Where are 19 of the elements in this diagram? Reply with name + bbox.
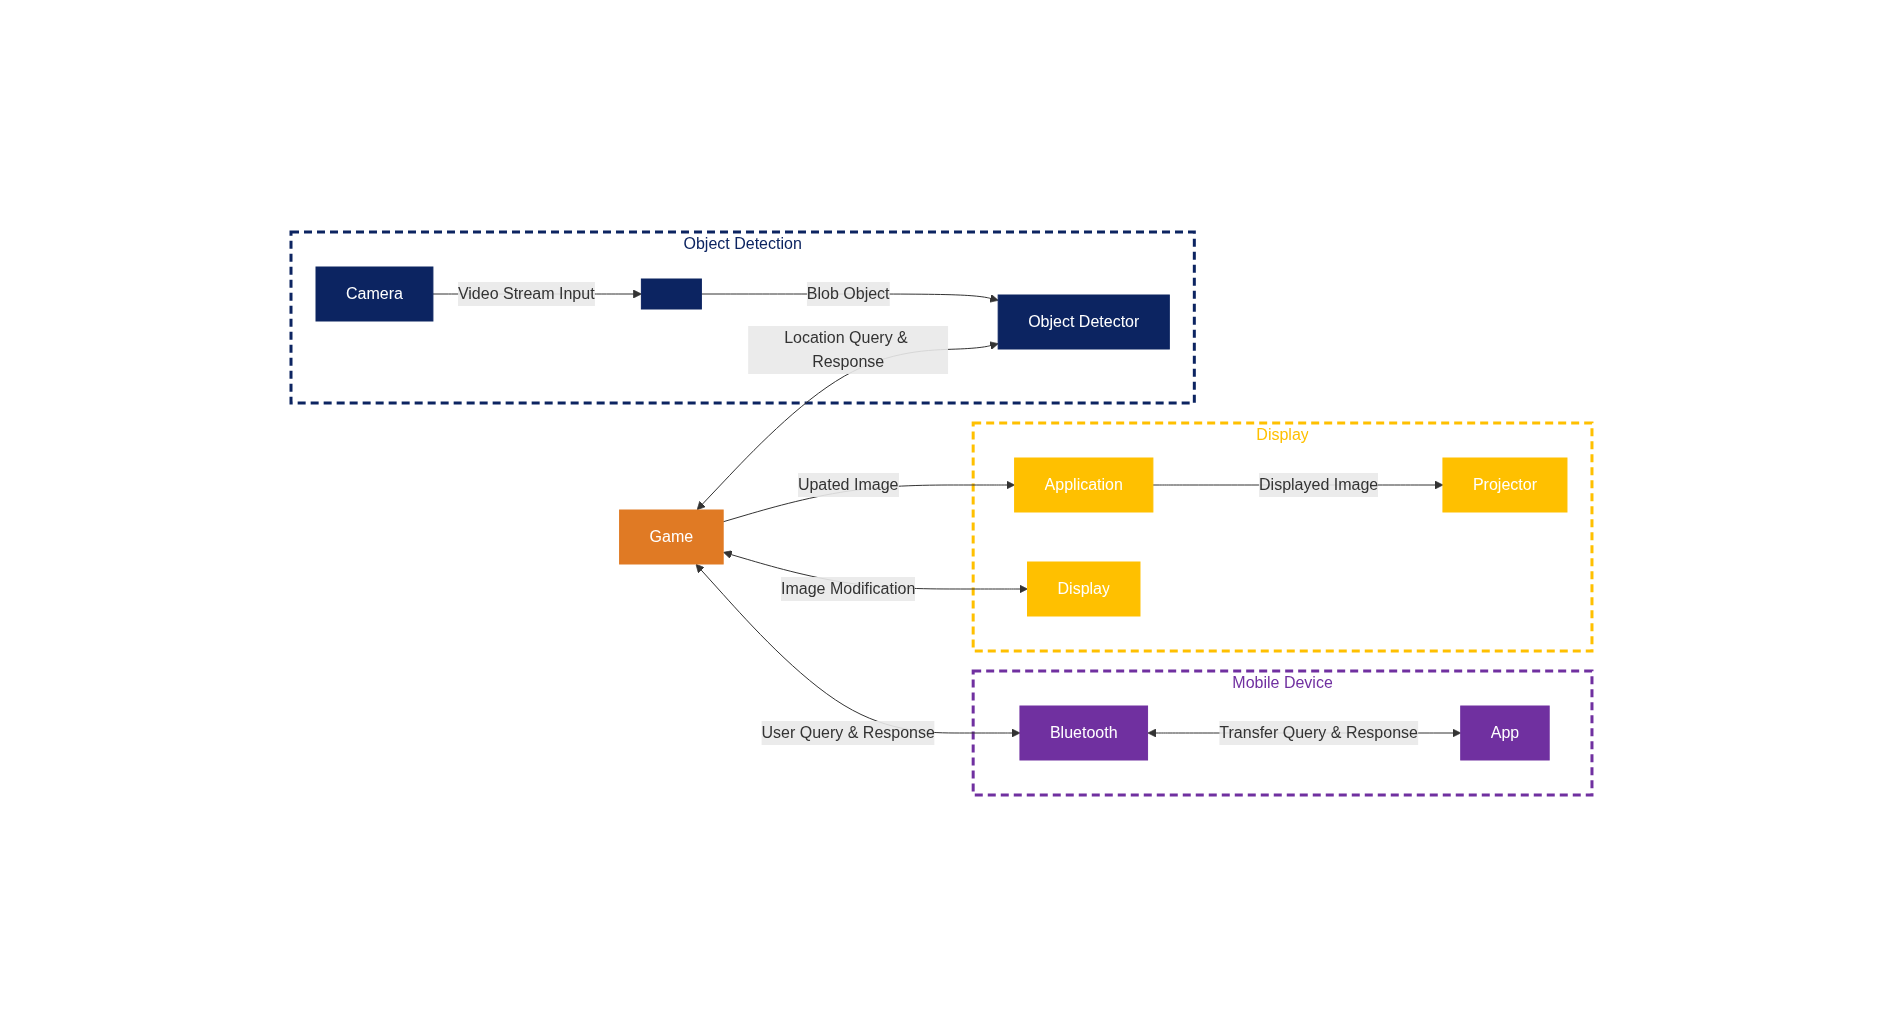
node-box: Object Detector [997, 294, 1170, 350]
node-box: Game [619, 509, 724, 565]
arrow [696, 341, 999, 511]
node-box: Bluetooth [1019, 705, 1149, 761]
edge-label: Upated Image [797, 476, 899, 493]
edge-label: Transfer Query & Response [1219, 724, 1418, 741]
arrow [695, 563, 1021, 738]
node-box: Projector [1442, 457, 1568, 513]
node-box: Application [1014, 457, 1154, 513]
node-box: Camera [315, 266, 434, 322]
edge-label: Location Query & Response [784, 329, 908, 370]
node-box [640, 278, 702, 310]
edge-label: Blob Object [806, 285, 890, 302]
edge-label: Displayed Image [1259, 476, 1379, 493]
edge-label: User Query & Response [761, 724, 935, 741]
node-box: App [1460, 705, 1550, 761]
edge-label: Video Stream Input [457, 285, 595, 302]
edge-label: Image Modification [781, 580, 916, 597]
node-box: Display [1027, 561, 1141, 617]
